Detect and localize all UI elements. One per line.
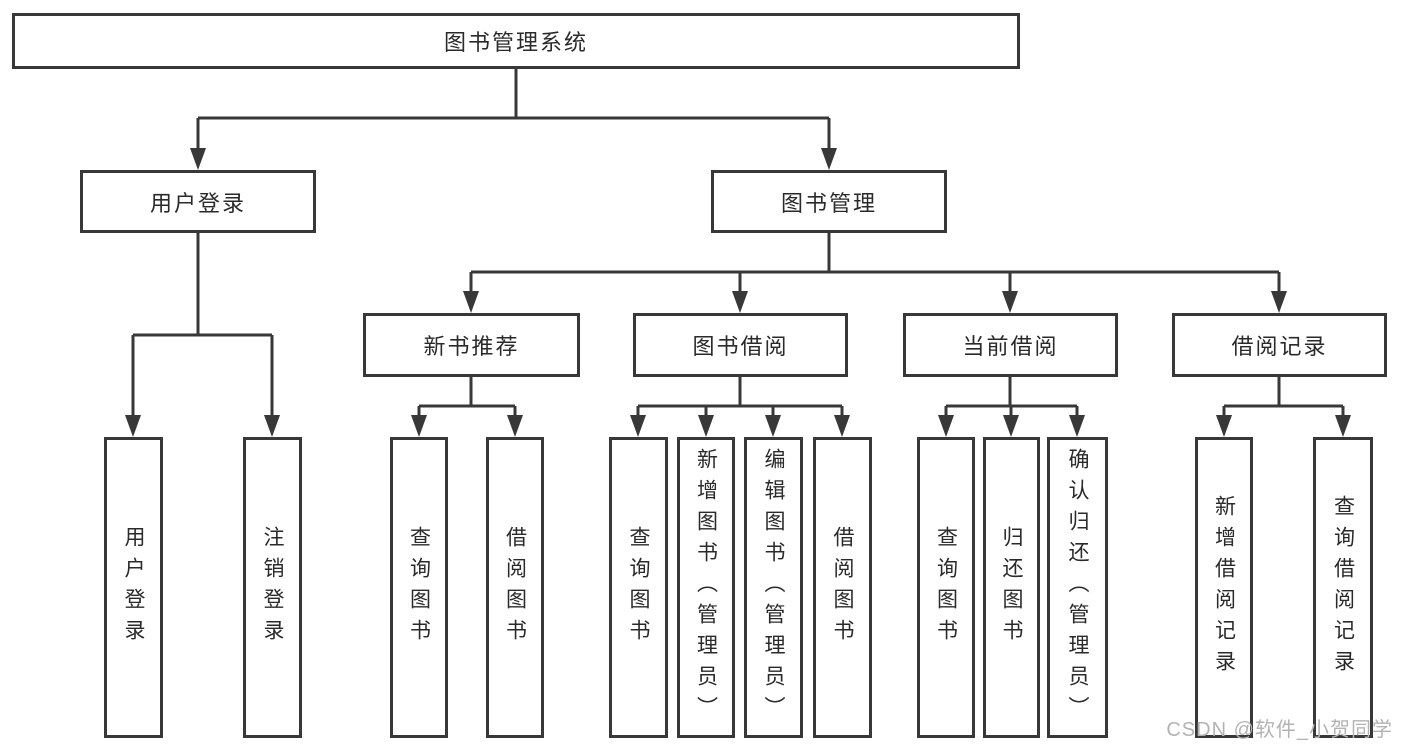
node-new-book-recommend: 新书推荐	[363, 313, 580, 377]
node-book-management: 图书管理	[711, 170, 947, 233]
node-leaf-edit-book-admin: 编辑图书（管理员）	[744, 437, 803, 738]
node-leaf-confirm-return-admin: 确认归还（管理员）	[1047, 437, 1108, 738]
connector-new-book-children	[411, 377, 523, 437]
connector-borrow-record-children	[1216, 377, 1351, 437]
csdn-watermark: CSDN @软件_小贺同学	[1166, 719, 1393, 741]
node-borrowing-records: 借阅记录	[1172, 313, 1387, 377]
connector-user-login-children	[125, 233, 280, 437]
node-leaf-query-books-3: 查询图书	[917, 437, 975, 738]
node-leaf-logout: 注销登录	[243, 437, 302, 738]
node-leaf-user-login: 用户登录	[104, 437, 163, 738]
node-leaf-return-book: 归还图书	[983, 437, 1040, 738]
node-user-login: 用户登录	[80, 170, 316, 233]
node-leaf-query-borrow-record: 查询借阅记录	[1313, 437, 1373, 738]
node-leaf-query-books-2: 查询图书	[609, 437, 668, 738]
node-book-borrowing: 图书借阅	[633, 313, 848, 377]
node-leaf-add-borrow-record: 新增借阅记录	[1195, 437, 1253, 738]
node-leaf-borrow-books-2: 借阅图书	[813, 437, 872, 738]
connector-book-mgmt-children	[463, 233, 1287, 313]
connector-current-borrow-children	[938, 377, 1085, 437]
node-leaf-query-books-1: 查询图书	[390, 437, 448, 738]
node-leaf-add-book-admin: 新增图书（管理员）	[677, 437, 735, 738]
connector-book-borrow-children	[630, 377, 850, 437]
connector-root-to-level2	[190, 69, 837, 170]
node-root-system: 图书管理系统	[12, 13, 1020, 69]
node-current-borrowing: 当前借阅	[903, 313, 1118, 377]
node-leaf-borrow-books-1: 借阅图书	[486, 437, 544, 738]
